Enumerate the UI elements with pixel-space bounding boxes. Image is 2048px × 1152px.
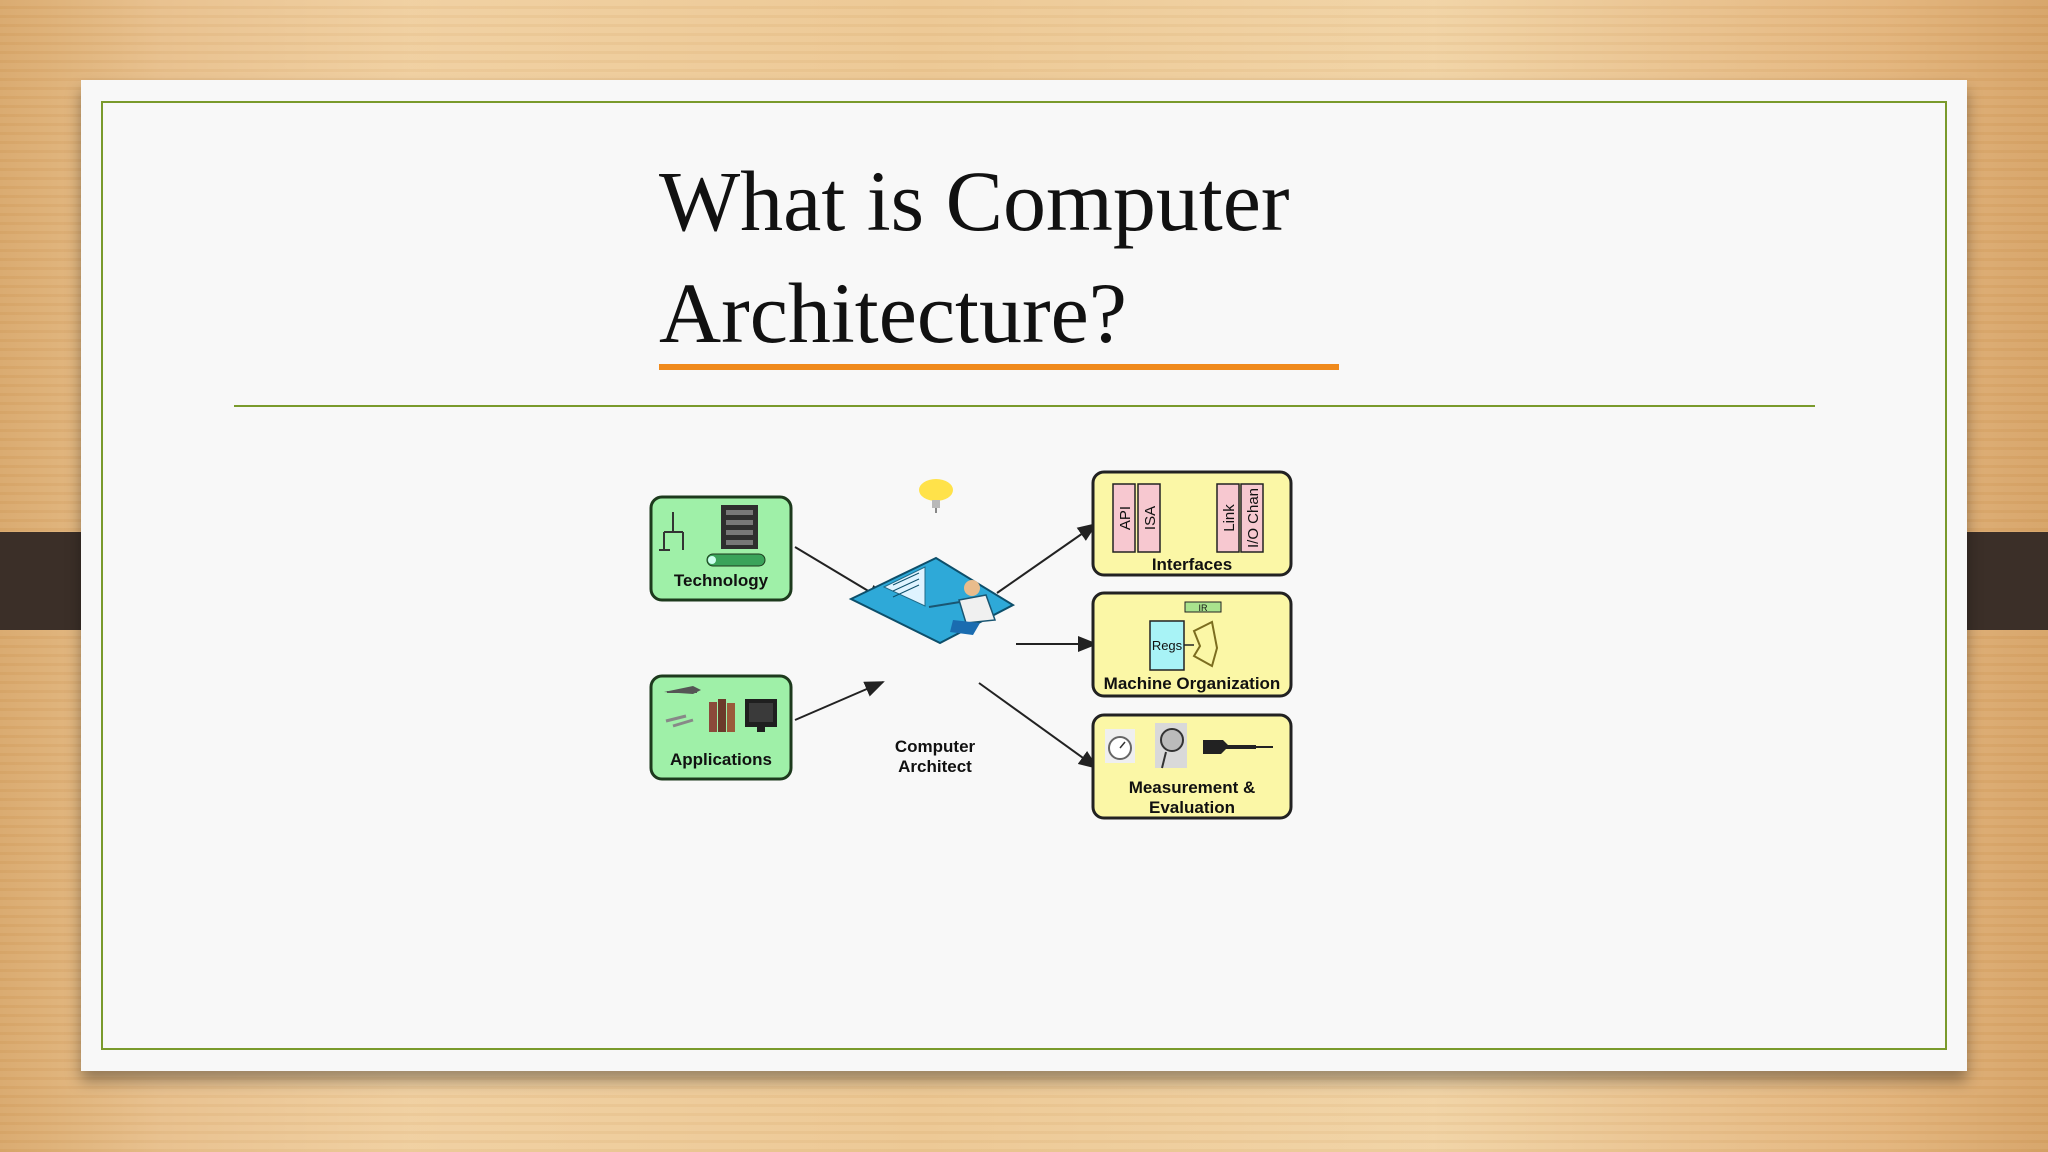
architecture-diagram: Technology Applications: [649, 470, 1293, 820]
monitor-icon: [745, 699, 777, 732]
applications-label: Applications: [670, 750, 772, 769]
interface-tag-io-chan: I/O Chan: [1245, 488, 1262, 548]
probe-icon: [1203, 740, 1273, 754]
slide-title: What is Computer Architecture?: [659, 145, 1559, 369]
stopwatch-icon: [1105, 729, 1135, 763]
slide: What is Computer Architecture?: [81, 80, 1967, 1071]
arrow-architect-to-measurement: [978, 682, 1099, 770]
architect-figure-icon: [848, 556, 1016, 645]
ir-label: IR: [1199, 603, 1209, 613]
applications-box: Applications: [649, 674, 793, 781]
interfaces-box: API ISA Link I/O Chan Interfaces: [1091, 470, 1293, 577]
machine-organization-label: Machine Organization: [1104, 674, 1281, 693]
airplane-icon: [664, 686, 701, 694]
alu-icon: [1192, 620, 1219, 668]
server-rack-icon: [721, 505, 758, 549]
title-underline: [659, 364, 1339, 370]
arrow-architect-to-interfaces: [996, 522, 1098, 594]
technology-label: Technology: [674, 571, 769, 590]
machine-organization-box: IR Regs Machine Organization: [1091, 591, 1293, 698]
interfaces-label: Interfaces: [1152, 555, 1232, 574]
architect-label-line-1: Computer: [895, 737, 976, 756]
measurement-box: Measurement & Evaluation: [1091, 713, 1293, 820]
tools-icon: [665, 714, 694, 728]
title-line-2: Architecture?: [659, 265, 1127, 361]
gauge-icon: [1155, 723, 1187, 769]
regs-label: Regs: [1152, 638, 1183, 653]
interface-tag-link: Link: [1221, 504, 1238, 532]
measurement-label-line-1: Measurement &: [1129, 778, 1256, 797]
technology-box: Technology: [649, 495, 793, 602]
chip-icon: [706, 553, 766, 567]
lightbulb-icon: [919, 479, 953, 513]
transistor-icon: [659, 512, 684, 551]
title-line-1: What is Computer: [659, 153, 1290, 249]
arrow-applications-to-architect: [794, 681, 885, 721]
measurement-label-line-2: Evaluation: [1149, 798, 1235, 817]
interface-tag-api: API: [1117, 506, 1134, 530]
books-icon: [709, 699, 735, 732]
architect-label-line-2: Architect: [898, 757, 972, 776]
interface-tag-isa: ISA: [1142, 506, 1159, 530]
slide-frame: [101, 101, 1947, 1050]
divider-rule: [234, 405, 1815, 407]
